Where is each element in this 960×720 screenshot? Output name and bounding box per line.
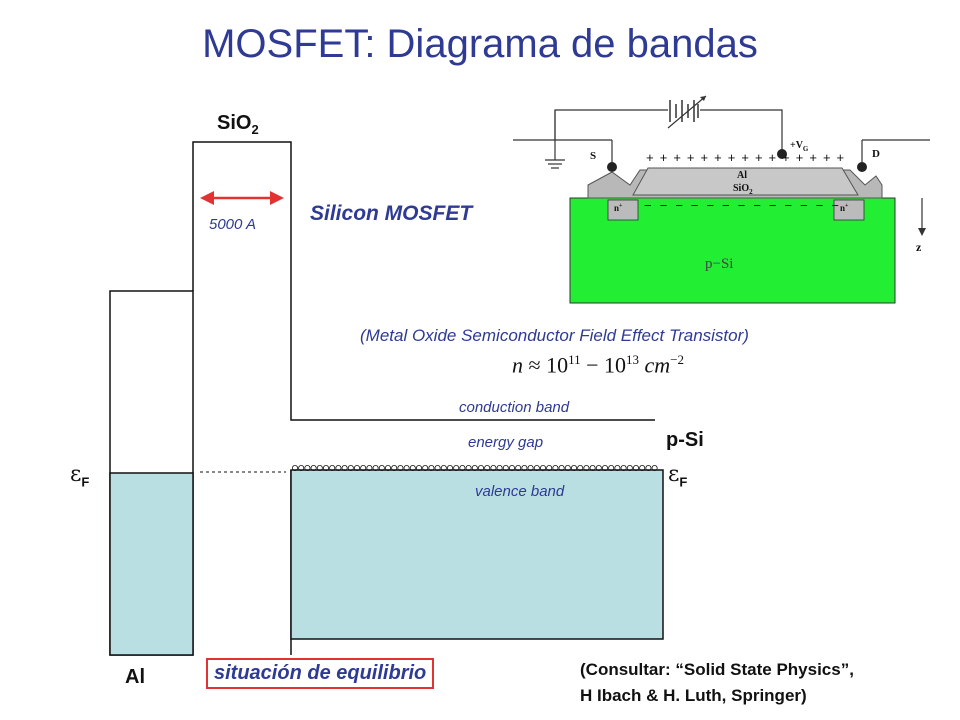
metal-filled-states [109, 472, 194, 656]
hole-circle [546, 464, 553, 471]
hole-circle [459, 464, 466, 471]
mosfet-inset [513, 95, 930, 304]
oxide-label: SiO2 [217, 112, 259, 137]
hole-circle [353, 464, 360, 471]
fermi-label-right: εF [668, 462, 688, 490]
inset-gate-metal: Al [737, 170, 747, 181]
hole-circle [304, 464, 311, 471]
hole-circle [322, 464, 329, 471]
carrier-density-formula: n ≈ 1011 − 1013 cm−2 [512, 352, 685, 378]
reference-line-1: (Consultar: “Solid State Physics”, [580, 660, 854, 679]
hole-circle [335, 464, 342, 471]
hole-circles [291, 464, 658, 471]
inset-oxide-label: SiO2 [733, 183, 753, 196]
hole-circle [508, 464, 515, 471]
thickness-label: 5000 A [209, 216, 256, 233]
hole-circle [403, 464, 410, 471]
inset-drain-label: D [872, 148, 880, 160]
hole-circle [316, 464, 323, 471]
hole-circle [397, 464, 404, 471]
hole-circle [589, 464, 596, 471]
hole-circle [347, 464, 354, 471]
hole-circle [341, 464, 348, 471]
hole-circle [577, 464, 584, 471]
metal-label: Al [125, 666, 145, 688]
hole-circle [533, 464, 540, 471]
inset-axis-label: z [916, 240, 922, 254]
hole-circle [391, 464, 398, 471]
hole-circle [446, 464, 453, 471]
valence-band-label: valence band [475, 483, 565, 500]
hole-circle [484, 464, 491, 471]
hole-circle [415, 464, 422, 471]
hole-circle [602, 464, 609, 471]
hole-circle [378, 464, 385, 471]
hole-circle [595, 464, 602, 471]
hole-circle [453, 464, 460, 471]
state-label: situación de equilibrio [206, 658, 435, 689]
hole-circle [626, 464, 633, 471]
reference-line-2: H Ibach & H. Luth, Springer) [580, 686, 807, 705]
hole-circle [552, 464, 559, 471]
inset-minus-charges: − − − − − − − − − − − − − [644, 199, 840, 214]
hole-circle [422, 464, 429, 471]
hole-circle [633, 464, 640, 471]
inset-substrate-label: p−Si [705, 256, 734, 272]
hole-circle [477, 464, 484, 471]
hole-circle [583, 464, 590, 471]
hole-circle [639, 464, 646, 471]
inset-source-label: S [590, 150, 597, 162]
fermi-label-left: εF [70, 462, 90, 490]
hole-circle [310, 464, 317, 471]
semiconductor-label: p-Si [666, 429, 704, 451]
energy-gap-label: energy gap [468, 434, 544, 451]
hole-circle [608, 464, 615, 471]
hole-circle [428, 464, 435, 471]
hole-circle [372, 464, 379, 471]
hole-circle [540, 464, 547, 471]
inset-plus-charges: + + + + + + + + + + + + + + + [646, 151, 844, 166]
hole-circle [614, 464, 621, 471]
hole-circle [515, 464, 522, 471]
hole-circle [490, 464, 497, 471]
hole-circle [360, 464, 367, 471]
device-title: Silicon MOSFET [310, 202, 473, 225]
hole-circle [409, 464, 416, 471]
inset-gate-voltage: +VG [790, 140, 809, 153]
oxide-barrier [192, 141, 655, 421]
hole-circle [502, 464, 509, 471]
hole-circle [298, 464, 305, 471]
hole-circle [645, 464, 652, 471]
hole-circle [564, 464, 571, 471]
hole-circle [329, 464, 336, 471]
hole-circle [496, 464, 503, 471]
hole-circle [366, 464, 373, 471]
hole-circle [651, 464, 658, 471]
hole-circle [465, 464, 472, 471]
hole-circle [558, 464, 565, 471]
hole-circle [527, 464, 534, 471]
page-title: MOSFET: Diagrama de bandas [202, 22, 758, 66]
hole-circle [471, 464, 478, 471]
hole-circle [434, 464, 441, 471]
conduction-band-label: conduction band [459, 399, 570, 416]
hole-circle [620, 464, 627, 471]
hole-circle [571, 464, 578, 471]
inset-n-plus-right: n+ [840, 203, 849, 213]
inset-n-plus-left: n+ [614, 203, 623, 213]
hole-circle [521, 464, 528, 471]
hole-circle [440, 464, 447, 471]
reference-note: (Consultar: “Solid State Physics”, H Iba… [580, 657, 854, 709]
device-full-name: (Metal Oxide Semiconductor Field Effect … [360, 326, 749, 345]
thickness-arrow [200, 191, 284, 205]
hole-circle [384, 464, 391, 471]
hole-circle [291, 464, 298, 471]
